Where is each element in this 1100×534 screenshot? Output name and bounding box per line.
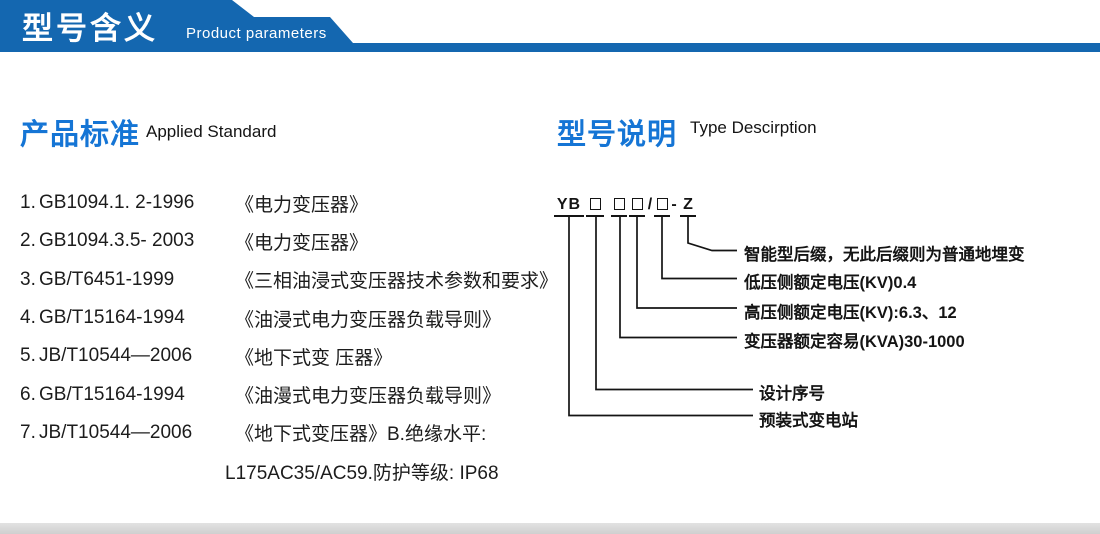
diagram-label-smart-suffix: 智能型后缀，无此后缀则为普通地埋变 [744, 246, 1025, 264]
standard-code: GB/T15164-1994 [39, 383, 185, 405]
applied-standard-heading-en: Applied Standard [146, 122, 277, 141]
model-prefix: YB [554, 196, 584, 217]
diagram-label-rated-capacity: 变压器额定容易(KVA)30-1000 [744, 333, 965, 351]
standard-code: GB/T6451-1999 [39, 268, 175, 290]
bottom-divider [0, 523, 1100, 534]
standard-title: 《油漫式电力变压器负载导则》 [235, 386, 502, 408]
model-box-1 [586, 196, 604, 217]
standard-number: 7. [20, 421, 36, 443]
standard-number: 2. [20, 230, 36, 252]
standard-title: 《三相油浸式变压器技术参数和要求》 [235, 271, 559, 293]
placeholder-box-icon [656, 198, 668, 210]
standard-number: 3. [20, 268, 36, 290]
model-box-3 [629, 196, 645, 217]
standard-title: 《油浸式电力变压器负载导则》 [235, 309, 502, 331]
standard-row: 2. GB1094.3.5- 2003 《电力变压器》 [20, 222, 560, 260]
standard-continuation: L175AC35/AC59.防护等级: IP68 [20, 452, 560, 490]
diagram-label-lv-voltage: 低压侧额定电压(KV)0.4 [744, 274, 917, 292]
standard-continuation-text: L175AC35/AC59.防护等级: IP68 [225, 462, 499, 484]
header-banner [0, 0, 1100, 52]
placeholder-box-icon [613, 198, 625, 210]
standard-number: 4. [20, 307, 36, 329]
standard-title: 《电力变压器》 [235, 194, 369, 216]
standards-list: 1. GB1094.1. 2-1996 《电力变压器》 2. GB1094.3.… [20, 184, 560, 490]
standard-row: 1. GB1094.1. 2-1996 《电力变压器》 [20, 184, 560, 222]
model-suffix: Z [680, 196, 696, 217]
applied-standard-heading: 产品标准 [20, 119, 141, 151]
placeholder-box-icon [589, 198, 601, 210]
standard-code: GB/T15164-1994 [39, 307, 185, 329]
standard-title: 《电力变压器》 [235, 232, 369, 254]
model-slash: / [647, 196, 653, 213]
standard-code: GB1094.1. 2-1996 [39, 192, 195, 214]
standard-code: JB/T10544—2006 [39, 345, 193, 367]
model-dash: - [671, 196, 677, 213]
standard-code: JB/T10544—2006 [39, 421, 193, 443]
standard-title: 《地下式变压器》B.绝缘水平: [235, 424, 487, 446]
diagram-label-design-serial: 设计序号 [759, 385, 825, 403]
standard-row: 5. JB/T10544—2006 《地下式变 压器》 [20, 337, 560, 375]
diagram-label-hv-voltage: 高压侧额定电压(KV):6.3、12 [744, 304, 957, 322]
standard-title: 《地下式变 压器》 [235, 347, 393, 369]
type-description-heading-en: Type Descirption [690, 118, 817, 137]
standard-row: 6. GB/T15164-1994 《油漫式电力变压器负载导则》 [20, 375, 560, 413]
model-box-2 [611, 196, 627, 217]
standard-number: 5. [20, 345, 36, 367]
page-subtitle: Product parameters [186, 25, 327, 42]
standard-row: 7. JB/T10544—2006 《地下式变压器》B.绝缘水平: [20, 414, 560, 452]
standard-code: GB1094.3.5- 2003 [39, 230, 195, 252]
standard-row: 4. GB/T15164-1994 《油浸式电力变压器负载导则》 [20, 299, 560, 337]
diagram-label-prefab-substation: 预装式变电站 [759, 412, 858, 430]
type-description-heading: 型号说明 [557, 119, 678, 151]
page-title: 型号含义 [22, 11, 158, 46]
standard-number: 1. [20, 192, 36, 214]
model-box-4 [654, 196, 670, 217]
standard-row: 3. GB/T6451-1999 《三相油浸式变压器技术参数和要求》 [20, 261, 560, 299]
standard-number: 6. [20, 383, 36, 405]
placeholder-box-icon [631, 198, 643, 210]
